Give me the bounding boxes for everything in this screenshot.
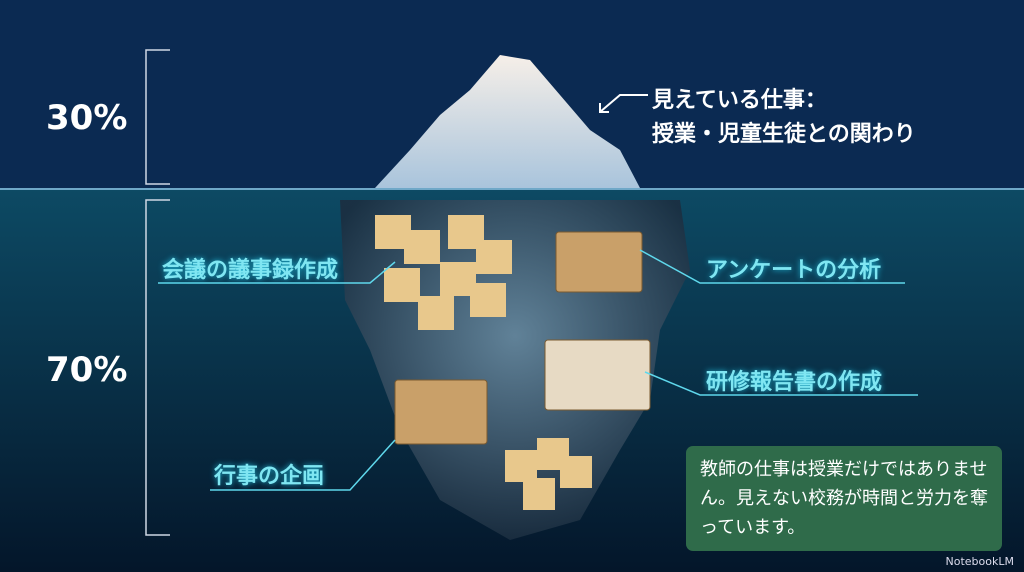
task-survey-analysis: アンケートの分析 <box>706 258 882 283</box>
arrow-icon <box>599 94 648 113</box>
notebooklm-watermark: NotebookLM <box>945 555 1014 568</box>
task-training-report: 研修報告書の作成 <box>706 370 883 395</box>
brackets <box>145 49 170 536</box>
folders <box>394 231 651 445</box>
task-meeting-minutes: 会議の議事録作成 <box>162 258 339 283</box>
iceberg-tip <box>375 55 640 188</box>
visible-work-line1: 見えている仕事： <box>652 88 827 113</box>
percent-above-water: 30% <box>46 98 128 138</box>
task-event-planning: 行事の企画 <box>214 464 325 489</box>
sticky-notes <box>375 215 592 510</box>
summary-note: 教師の仕事は授業だけではありません。見えない校務が時間と労力を奪っています。 <box>686 446 1002 551</box>
connector-lines <box>158 249 918 491</box>
visible-work-line2: 授業・児童生徒との関わり <box>652 122 916 147</box>
visible-work-label: 見えている仕事： 授業・児童生徒との関わり <box>652 84 916 152</box>
percent-below-water: 70% <box>46 350 128 390</box>
